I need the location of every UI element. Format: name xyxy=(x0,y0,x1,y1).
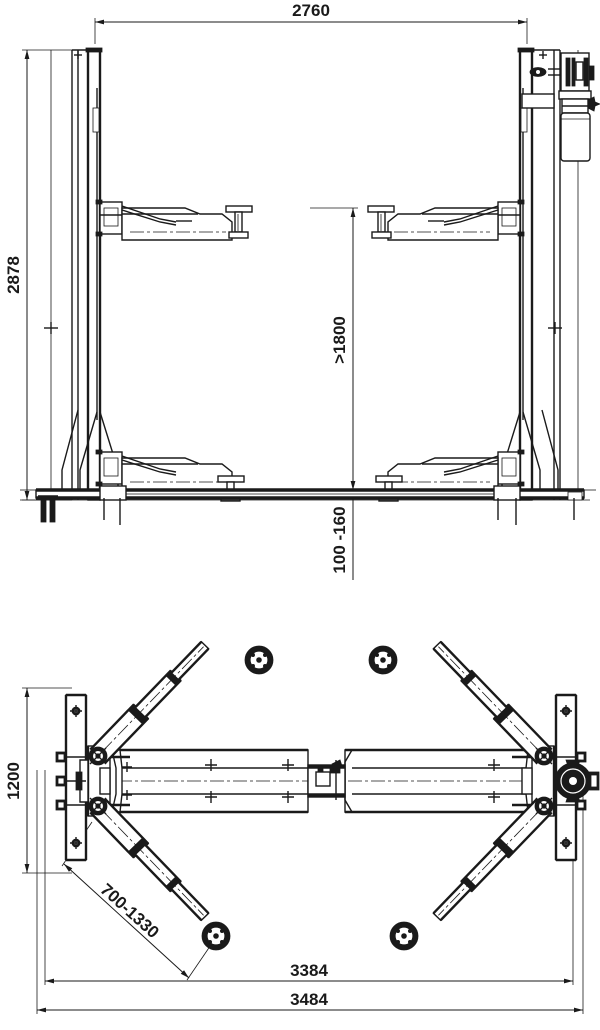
swing-arm-upper-left xyxy=(88,640,274,766)
swing-arm-lower-left xyxy=(88,796,231,951)
dim-3484-label: 3484 xyxy=(290,990,328,1009)
left-column xyxy=(44,47,119,501)
right-lift-pad xyxy=(367,205,395,239)
dim-pad-height: 100 -160 xyxy=(330,490,354,580)
beam-hole-markers xyxy=(122,759,500,803)
swing-arm-lower-right xyxy=(389,796,554,951)
arm-pad-upper-right xyxy=(368,645,398,675)
dim-1200-label: 1200 xyxy=(4,762,23,800)
dim-1800-label: >1800 xyxy=(330,316,349,364)
cable-pulley-icon xyxy=(529,67,562,77)
dim-2760-label: 2760 xyxy=(292,1,330,20)
right-column-markers xyxy=(539,51,562,334)
right-baseplate-anchors xyxy=(560,705,572,849)
dim-2760: 2760 xyxy=(94,1,528,44)
plan-view: 1200 3384 3484 700-1330 xyxy=(4,640,600,1014)
left-baseplate-anchors xyxy=(70,705,82,849)
left-column-markers xyxy=(44,51,82,334)
front-base-frame xyxy=(20,485,590,525)
left-lock-ladder xyxy=(92,88,100,420)
dim-700-1330-label: 700-1330 xyxy=(97,880,163,942)
dim-clearance-1800: >1800 xyxy=(310,207,358,490)
base-beam xyxy=(95,748,548,814)
right-upper-carriage-assembly xyxy=(367,199,525,241)
left-lift-pad xyxy=(225,205,253,239)
front-elevation-view: 2760 2878 >1800 100 -160 xyxy=(4,1,600,580)
dim-3384: 3384 xyxy=(44,770,574,985)
dim-3384-label: 3384 xyxy=(290,961,328,980)
motor-plan xyxy=(554,759,600,803)
hydraulic-tank xyxy=(560,112,591,162)
dim-2878-label: 2878 xyxy=(4,256,23,294)
right-column-plan xyxy=(512,745,600,817)
right-anchor-bolts xyxy=(497,491,583,525)
swing-arm-upper-right xyxy=(368,640,554,766)
arm-pad-upper-left xyxy=(244,645,274,675)
arm-pad-lower-left xyxy=(201,921,231,951)
left-anchor-bolts xyxy=(38,495,121,525)
dim-1200: 1200 xyxy=(4,687,72,874)
control-box xyxy=(521,93,555,109)
dim-3484: 3484 xyxy=(36,770,584,1014)
left-upper-carriage-assembly xyxy=(95,199,253,241)
equalizer-mechanism xyxy=(307,759,346,800)
hydraulic-power-unit xyxy=(558,52,600,162)
dim-100-160-label: 100 -160 xyxy=(330,506,349,573)
dim-2878: 2878 xyxy=(4,49,72,501)
arm-pad-lower-right xyxy=(389,921,419,951)
